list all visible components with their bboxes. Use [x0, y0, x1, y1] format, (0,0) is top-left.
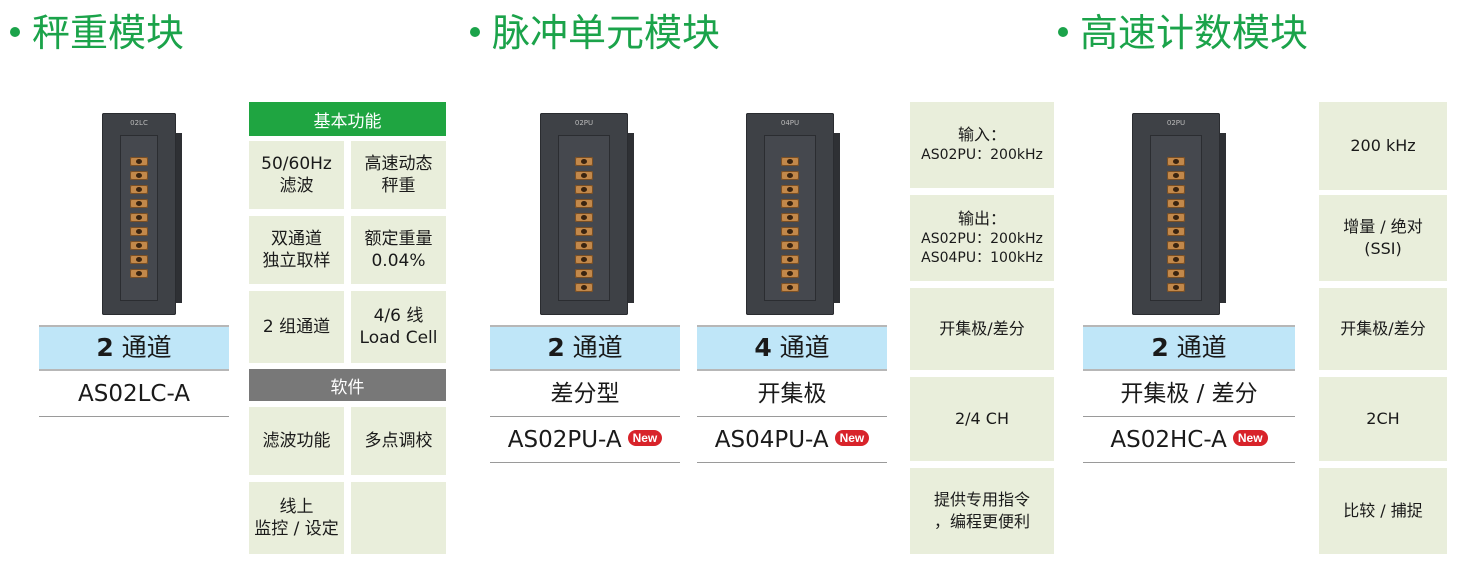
hc-feature-channels: 2CH: [1319, 377, 1447, 461]
lc-software-cell: 线上监控 / 设定: [249, 482, 344, 554]
model-name-as02lc: AS02LC-A: [39, 372, 229, 417]
section-title-highspeed: 高速计数模块: [1058, 14, 1308, 52]
new-badge: New: [834, 429, 870, 446]
lc-software-cell-empty: [351, 482, 446, 554]
channel-count-as02lc: 2 通道: [39, 325, 229, 371]
type-as02pu: 差分型: [490, 372, 680, 417]
lc-feature-cell: 高速动态秤重: [351, 141, 446, 209]
lc-software-cell: 多点调校: [351, 407, 446, 475]
channel-count-as02pu: 2 通道: [490, 325, 680, 371]
pu-feature-instruction: 提供专用指令，编程更便利: [910, 468, 1054, 554]
module-image-as04pu: 04PU: [746, 113, 840, 315]
new-badge: New: [627, 429, 663, 446]
pu-feature-input: 输入：AS02PU：200kHz: [910, 102, 1054, 188]
software-header: 软件: [249, 369, 446, 401]
lc-software-cell: 滤波功能: [249, 407, 344, 475]
pu-feature-output-type: 开集极/差分: [910, 288, 1054, 370]
new-badge: New: [1232, 429, 1268, 446]
lc-feature-cell: 双通道独立取样: [249, 216, 344, 284]
bullet-dot: [470, 26, 480, 37]
hc-feature-input-type: 开集极/差分: [1319, 288, 1447, 370]
module-image-as02lc: 02LC: [102, 113, 182, 315]
basic-function-header: 基本功能: [249, 102, 446, 136]
section-title-pulse: 脉冲单元模块: [470, 14, 720, 52]
hc-feature-compare-capture: 比较 / 捕捉: [1319, 468, 1447, 554]
section-title-weighing: 秤重模块: [10, 14, 184, 52]
module-image-as02pu: 02PU: [540, 113, 634, 315]
bullet-dot: [10, 26, 20, 37]
hc-feature-frequency: 200 kHz: [1319, 102, 1447, 190]
hc-feature-encoder: 增量 / 绝对(SSI): [1319, 195, 1447, 281]
type-as04pu: 开集极: [697, 372, 887, 417]
channel-count-as04pu: 4 通道: [697, 325, 887, 371]
pu-feature-channels: 2/4 CH: [910, 377, 1054, 461]
type-as02hc: 开集极 / 差分: [1083, 372, 1295, 417]
bullet-dot: [1058, 26, 1068, 37]
module-image-as02hc: 02PU: [1132, 113, 1226, 315]
lc-feature-cell: 2 组通道: [249, 291, 344, 363]
channel-count-as02hc: 2 通道: [1083, 325, 1295, 371]
